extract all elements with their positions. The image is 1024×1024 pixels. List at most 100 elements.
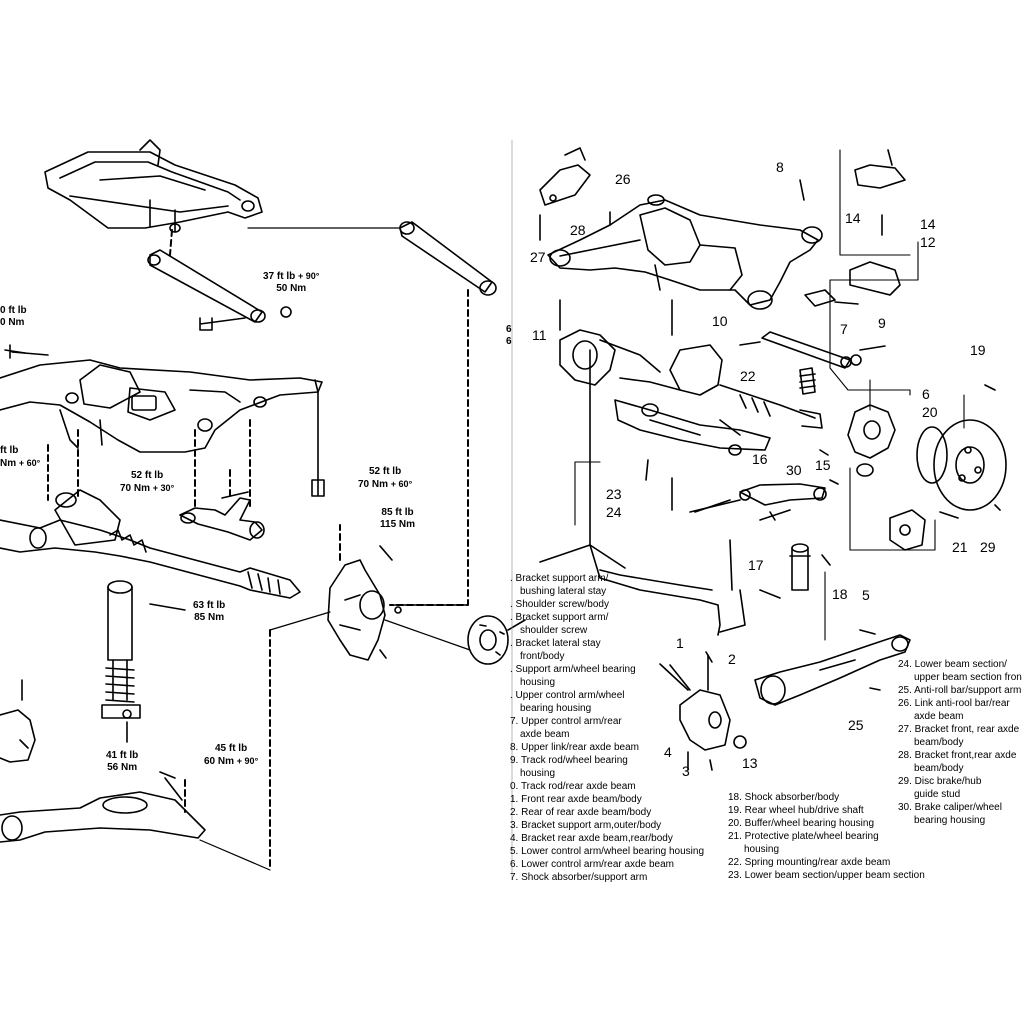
torque-ftlb: ft lb	[0, 445, 19, 456]
part-number-12: 12	[920, 234, 936, 250]
legend-line: housing	[520, 677, 556, 688]
legend-line: . Bracket support arm/	[510, 573, 609, 584]
link-rod-drawing	[761, 331, 862, 369]
shock-absorber-drawing	[101, 580, 141, 743]
torque-extra: + 30°	[152, 483, 175, 493]
legend-line: 29. Disc brake/hub	[898, 776, 982, 787]
legend-line: 23. Lower beam section/upper beam sectio…	[728, 870, 925, 881]
part-number-23: 23	[606, 486, 622, 502]
torque-label-52-30: 52 ft lb 70 Nm + 30°	[120, 470, 174, 495]
part-number-18: 18	[832, 586, 848, 602]
torque-label-cut: 0 ft lb 0 Nm	[0, 305, 27, 329]
torque-ftlb: 52 ft lb	[130, 470, 164, 481]
legend-line: 7. Shock absorber/support arm	[510, 872, 648, 883]
bracket-upper-drawing	[539, 147, 591, 206]
legend-line: 27. Bracket front, rear axde	[898, 724, 1020, 735]
torque-nm: 60 Nm	[204, 756, 235, 767]
torque-ftlb: 37 ft lb	[263, 271, 296, 282]
legend-line: axde beam	[914, 711, 964, 722]
legend-middle: 18. Shock absorber/body 19. Rear wheel h…	[728, 791, 925, 882]
legend-line: upper beam section fron	[914, 672, 1022, 683]
torque-extra: + 60°	[390, 479, 413, 489]
torque-label-37: 37 ft lb + 90° 50 Nm	[263, 270, 319, 295]
torque-ftlb: 63 ft lb	[193, 600, 226, 611]
legend-line: 7. Upper control arm/rear	[510, 716, 622, 727]
torque-ftlb: 0 ft lb	[0, 305, 27, 316]
wheel-hub-drawing	[467, 615, 526, 665]
torque-nm: 70 Nm	[358, 479, 389, 490]
upper-link-drawing	[399, 221, 497, 296]
legend-line: axde beam	[520, 729, 570, 740]
part-number-30: 30	[786, 462, 802, 478]
rear-axle-beam-drawing	[0, 344, 325, 497]
lower-beam-drawing	[614, 399, 771, 456]
torque-label-45: 45 ft lb 60 Nm + 90°	[204, 743, 258, 768]
torque-label-63: 63 ft lb 85 Nm	[193, 600, 225, 624]
legend-line: beam/body	[914, 737, 964, 748]
bracket-drawing	[0, 679, 36, 763]
upper-subframe-drawing	[44, 139, 263, 233]
part-number-1: 1	[676, 635, 684, 651]
bracket-right-drawing	[854, 149, 906, 189]
legend-line: bearing housing	[914, 815, 986, 826]
cutoff-line: 6	[506, 324, 512, 335]
legend-line: . Shoulder screw/body	[510, 599, 609, 610]
legend-line: beam/body	[914, 763, 964, 774]
legend-line: . Support arm/wheel bearing	[510, 664, 636, 675]
torque-label-52-60: 52 ft lb 70 Nm + 60°	[358, 466, 412, 491]
brake-disc-drawing	[916, 419, 1007, 511]
part-number-25: 25	[848, 717, 864, 733]
part-number-27: 27	[530, 249, 546, 265]
part-number-17: 17	[748, 557, 764, 573]
legend-line: 26. Link anti-rool bar/rear	[898, 698, 1010, 709]
legend-line: . Upper control arm/wheel	[510, 690, 625, 701]
drive-shaft-drawing	[0, 489, 301, 599]
part-number-19: 19	[970, 342, 986, 358]
differential-drawing	[559, 329, 823, 429]
legend-line: 22. Spring mounting/rear axde beam	[728, 857, 891, 868]
lower-control-arm-drawing	[0, 777, 206, 843]
part-number-10: 10	[712, 313, 728, 329]
legend-line: guide stud	[914, 789, 961, 800]
legend-line: 20. Buffer/wheel bearing housing	[728, 818, 875, 829]
torque-label-41: 41 ft lb 56 Nm	[106, 750, 138, 774]
torque-ftlb: 52 ft lb	[368, 466, 402, 477]
legend-line: 18. Shock absorber/body	[728, 792, 840, 803]
legend-line: 0. Track rod/rear axde beam	[510, 781, 636, 792]
legend-line: 28. Bracket front,rear axde	[898, 750, 1017, 761]
legend-line: bushing lateral stay	[520, 586, 607, 597]
bracket-lower-right-drawing	[669, 654, 747, 751]
part-number-8: 8	[776, 159, 784, 175]
legend-line: 2. Rear of rear axde beam/body	[510, 807, 652, 818]
legend-line: front/body	[520, 651, 565, 662]
part-number-16: 16	[752, 451, 768, 467]
cutoff-line: 6	[506, 336, 512, 347]
part-number-14: 14	[845, 210, 861, 226]
legend-line: . Bracket lateral stay	[510, 638, 601, 649]
shock-right-drawing	[789, 543, 811, 591]
torque-nm: 0 Nm	[0, 317, 25, 328]
torque-nm: 50 Nm	[276, 283, 307, 294]
wheel-bearing-housing-drawing	[327, 559, 402, 661]
torque-extra: + 90°	[236, 756, 259, 766]
legend-line: 4. Bracket rear axde beam,rear/body	[510, 833, 673, 844]
legend-line: 30. Brake caliper/wheel	[898, 802, 1002, 813]
legend-line: 25. Anti-roll bar/support arm	[898, 685, 1022, 696]
part-number-20: 20	[922, 404, 938, 420]
legend-line: housing	[744, 844, 780, 855]
legend-line: . Bracket support arm/	[510, 612, 609, 623]
track-rod-drawing	[147, 249, 292, 331]
legend-line: 21. Protective plate/wheel bearing	[728, 831, 879, 842]
legend-line: 3. Bracket support arm,outer/body	[510, 820, 662, 831]
part-number-21: 21	[952, 539, 968, 555]
legend-line: shoulder screw	[520, 625, 588, 636]
part-number-14: 14	[920, 216, 936, 232]
part-number-6: 6	[922, 386, 930, 402]
torque-nm: 115 Nm	[380, 519, 416, 530]
part-number-28: 28	[570, 222, 586, 238]
cutoff-text: 6 6	[506, 324, 512, 348]
legend-line: 5. Lower control arm/wheel bearing housi…	[510, 846, 704, 857]
legend-line: 24. Lower beam section/	[898, 659, 1007, 670]
spring-mounting-drawing	[799, 367, 816, 395]
